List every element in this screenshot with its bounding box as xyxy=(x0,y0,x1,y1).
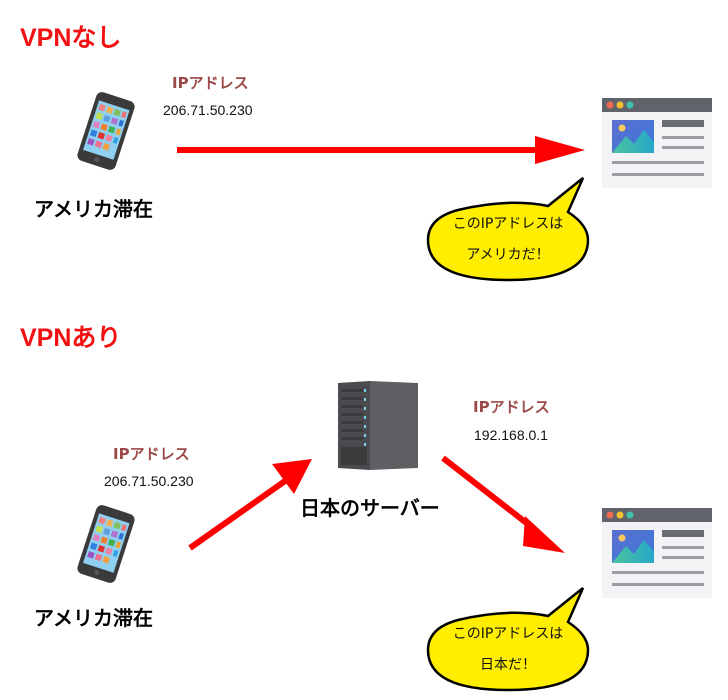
arrow-to-website xyxy=(441,455,565,553)
ip-value: 206.71.50.230 xyxy=(163,102,253,118)
client-ip-value: 206.71.50.230 xyxy=(104,473,194,489)
client-ip-label: IPアドレス xyxy=(113,445,190,463)
smartphone-icon xyxy=(75,90,137,172)
website-browser-icon xyxy=(602,508,712,598)
heading-no-vpn: VPNなし xyxy=(20,24,122,52)
bubble-line2: アメリカだ！ xyxy=(466,247,550,263)
heading-with-vpn: VPNあり xyxy=(20,324,122,352)
server-icon xyxy=(338,381,418,470)
ip-label: IPアドレス xyxy=(172,74,249,92)
client-location: アメリカ滞在 xyxy=(34,197,153,221)
bubble-line1: このIPアドレスは xyxy=(452,626,564,642)
smartphone-icon xyxy=(75,503,137,585)
server-ip-value: 192.168.0.1 xyxy=(474,427,548,443)
bubble-line2: 日本だ！ xyxy=(480,657,536,673)
bubble-line1: このIPアドレスは xyxy=(452,216,564,232)
server-ip-label: IPアドレス xyxy=(473,398,550,416)
server-label: 日本のサーバー xyxy=(300,496,440,520)
arrow-to-server xyxy=(188,459,312,551)
website-browser-icon xyxy=(602,98,712,188)
client-location: アメリカ滞在 xyxy=(34,606,153,630)
arrow-direct xyxy=(177,136,585,164)
